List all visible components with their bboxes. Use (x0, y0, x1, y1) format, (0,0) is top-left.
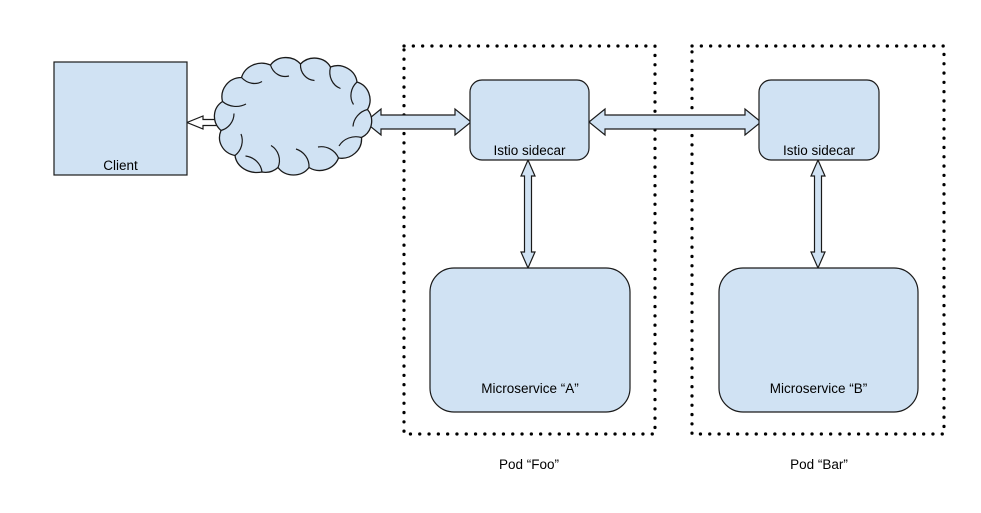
microservice-a-box (429, 267, 631, 413)
sidecar-bar-box (758, 79, 880, 161)
node-client[interactable]: Client (53, 61, 188, 176)
pod-foo-border (402, 44, 657, 436)
client-label: Client (103, 158, 138, 173)
node-sidecar-bar[interactable]: Istio sidecar (758, 79, 880, 161)
connector-sidecar-bar-microservice-b (810, 158, 826, 270)
node-microservice-b[interactable]: Microservice “B” (718, 267, 919, 413)
sidecar-foo-box (469, 79, 590, 161)
microservice-b-label: Microservice “B” (770, 381, 868, 396)
node-sidecar-foo[interactable]: Istio sidecar (469, 79, 590, 161)
pod-bar-label: Pod “Bar” (790, 457, 848, 472)
connector-sidecar-foo-sidecar-bar (588, 107, 762, 137)
node-microservice-a[interactable]: Microservice “A” (429, 267, 631, 413)
client-box (53, 61, 188, 176)
sidecar-bar-label: Istio sidecar (783, 143, 856, 158)
pod-foo-label: Pod “Foo” (499, 457, 559, 472)
connector-sidecar-foo-microservice-a (520, 158, 536, 270)
connector-cloud-sidecar-foo (364, 107, 472, 137)
node-internet-cloud[interactable] (213, 56, 373, 176)
pod-bar-border (690, 44, 946, 436)
sidecar-foo-label: Istio sidecar (493, 143, 566, 158)
microservice-a-label: Microservice “A” (481, 381, 579, 396)
cloud-inner-detail (220, 63, 368, 173)
cloud-outline (213, 56, 373, 176)
microservice-b-box (718, 267, 919, 413)
